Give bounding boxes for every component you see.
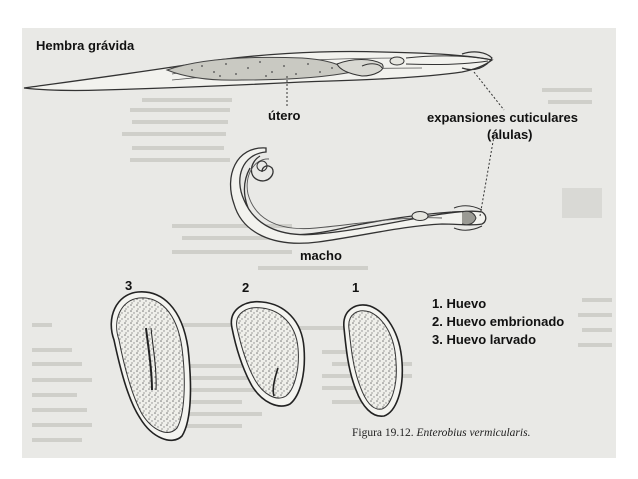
egg-1: [343, 304, 404, 417]
label-egg-3: 3: [125, 278, 133, 293]
egg-3-larvated: [110, 291, 192, 442]
label-uterus: útero: [268, 108, 301, 123]
eggs-drawing: [110, 291, 404, 442]
caption-prefix: Figura 19.12.: [352, 427, 414, 439]
caption-species: Enterobius vermicularis.: [416, 427, 531, 439]
figure-caption: Figura 19.12. Enterobius vermicularis.: [352, 427, 530, 439]
label-egg-1: 1: [352, 280, 360, 295]
label-female: Hembra grávida: [36, 38, 135, 53]
legend-item: 2. Huevo embrionado: [432, 314, 565, 329]
male-alae: [453, 205, 483, 231]
female-worm-drawing: [23, 50, 505, 111]
egg-2-embryonated: [230, 301, 306, 407]
female-alae: [461, 51, 493, 71]
legend-item: 1. Huevo: [432, 296, 487, 311]
label-egg-2: 2: [242, 280, 250, 295]
legend-item: 3. Huevo larvado: [432, 332, 537, 347]
figure-plate: Hembra grávida útero expansiones cuticul…: [22, 28, 616, 458]
legend: 1. Huevo 2. Huevo embrionado 3. Huevo la…: [432, 295, 564, 349]
label-alae-line1: expansiones cuticulares: [427, 110, 579, 125]
male-worm-drawing: [229, 135, 495, 244]
label-male: macho: [300, 248, 342, 263]
label-alae-line2: (álulas): [487, 127, 533, 142]
